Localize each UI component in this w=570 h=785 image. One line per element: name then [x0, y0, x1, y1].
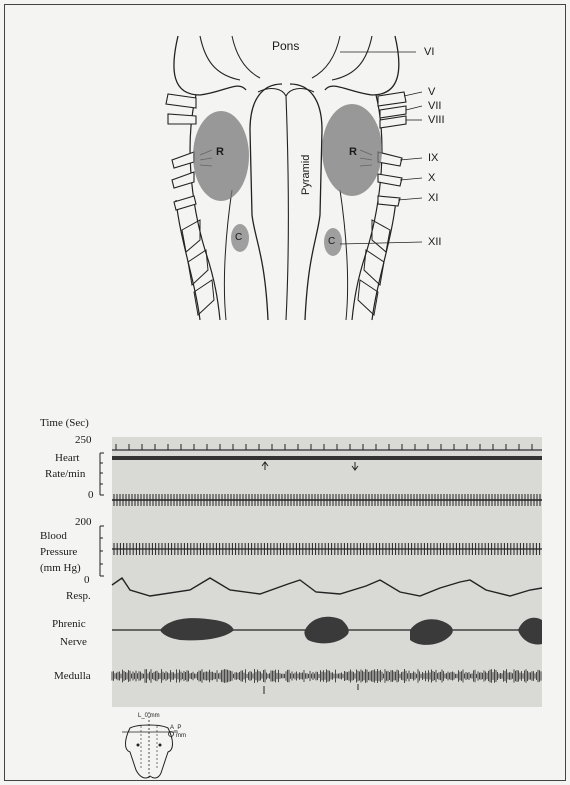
inset-top-label: L_0 mm: [138, 710, 160, 722]
inset-side-label-b: mm: [176, 730, 186, 742]
